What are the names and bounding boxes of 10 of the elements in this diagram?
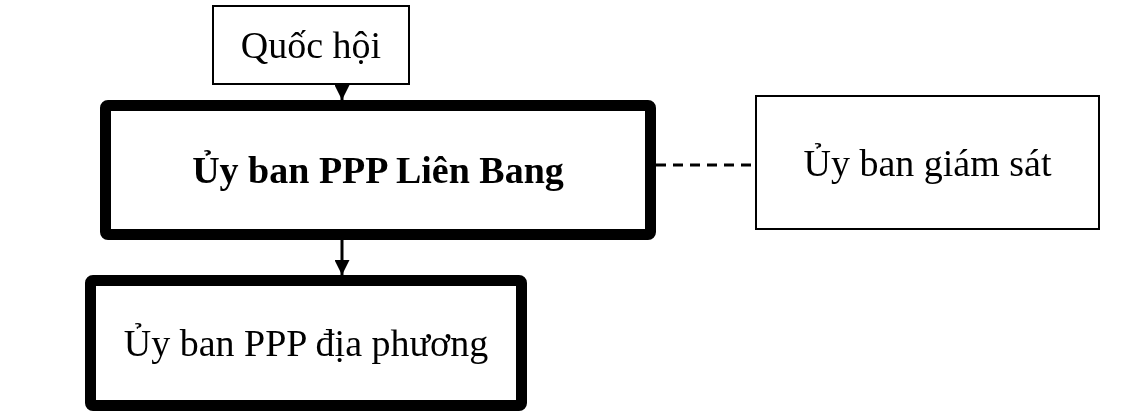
process-box bbox=[100, 100, 656, 240]
node-label: Ủy ban PPP Liên Bang bbox=[192, 148, 564, 192]
process-box bbox=[85, 275, 527, 411]
node-label: Ủy ban PPP địa phương bbox=[123, 321, 489, 365]
process-box bbox=[212, 5, 410, 85]
node-label: Quốc hội bbox=[240, 23, 382, 67]
process-box bbox=[755, 95, 1100, 230]
node-label: Ủy ban giám sát bbox=[803, 140, 1052, 185]
arrow bbox=[334, 85, 350, 100]
arrow bbox=[334, 240, 350, 275]
